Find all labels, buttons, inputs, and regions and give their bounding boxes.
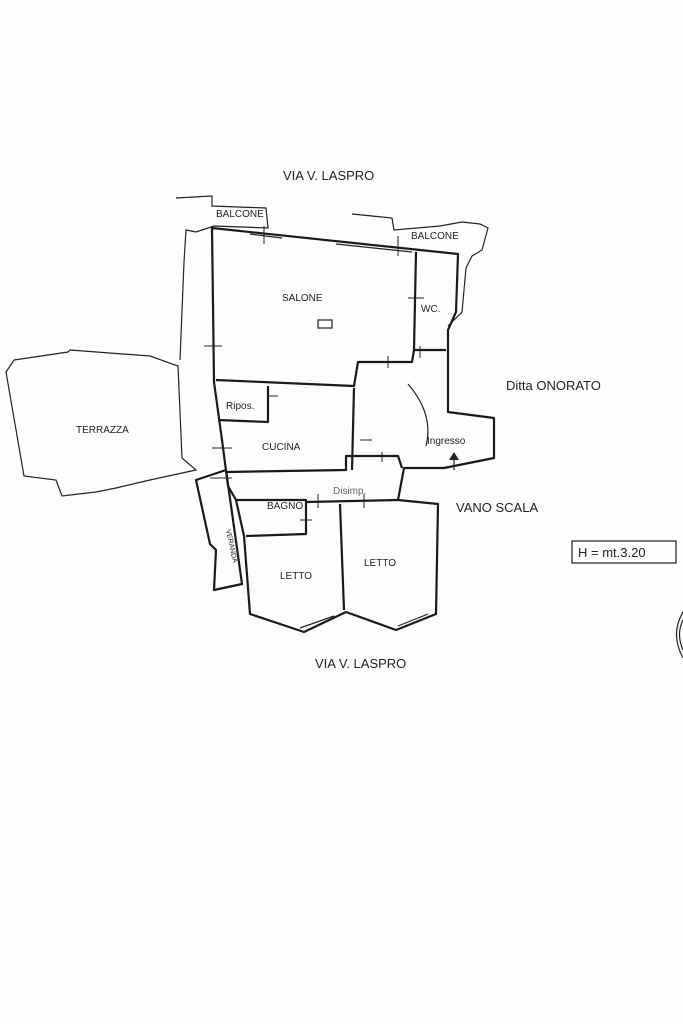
window-letto-right bbox=[397, 613, 429, 627]
room-label-wc: WC. bbox=[421, 304, 440, 315]
window-letto-left bbox=[299, 615, 335, 629]
stamp-fragment bbox=[675, 611, 683, 659]
height-note-box bbox=[571, 540, 677, 564]
room-label-terrazza: TERRAZZA bbox=[76, 425, 129, 436]
partition-cucina-east bbox=[350, 387, 356, 471]
terrazza-outline bbox=[5, 349, 198, 497]
ingresso-curve bbox=[407, 383, 429, 447]
room-label-balcone-right: BALCONE bbox=[411, 231, 459, 242]
entrance-arrowhead bbox=[449, 452, 459, 460]
window-salone-left bbox=[249, 233, 283, 239]
room-label-ripos: Ripos. bbox=[226, 401, 254, 412]
partition-letto-divider bbox=[338, 503, 346, 611]
partition-ripos-cucina bbox=[217, 386, 270, 424]
window-salone-right bbox=[335, 243, 413, 253]
door-marks bbox=[204, 226, 424, 521]
street-label-top: VIA V. LASPRO bbox=[283, 168, 374, 183]
stairwell-label: VANO SCALA bbox=[456, 500, 538, 515]
room-label-cucina: CUCINA bbox=[262, 442, 301, 453]
room-label-letto-left: LETTO bbox=[280, 571, 312, 582]
room-label-disimp: Disimp. bbox=[333, 486, 366, 497]
room-label-letto-right: LETTO bbox=[364, 558, 396, 569]
salone-fixture bbox=[317, 319, 333, 329]
partition-salone-south bbox=[215, 348, 446, 388]
room-label-ingresso: Ingresso bbox=[427, 436, 466, 447]
partition-cucina-south bbox=[225, 454, 404, 474]
partition-wc bbox=[412, 251, 418, 351]
apartment-outer-wall bbox=[210, 226, 496, 634]
balcone-right-outline bbox=[351, 213, 489, 327]
stamp-fragment-inner bbox=[678, 619, 683, 651]
room-label-bagno: BAGNO bbox=[267, 501, 303, 512]
partition-bagno bbox=[236, 498, 308, 538]
neighbor-label: Ditta ONORATO bbox=[506, 378, 601, 393]
street-label-bottom: VIA V. LASPRO bbox=[315, 656, 406, 671]
veranda-outline bbox=[194, 468, 244, 592]
partition-disimp-south bbox=[305, 498, 399, 504]
height-note: H = mt.3.20 bbox=[578, 545, 646, 560]
balcone-left-outline bbox=[175, 195, 269, 361]
room-label-balcone-left: BALCONE bbox=[216, 209, 264, 220]
room-label-salone: SALONE bbox=[282, 293, 323, 304]
